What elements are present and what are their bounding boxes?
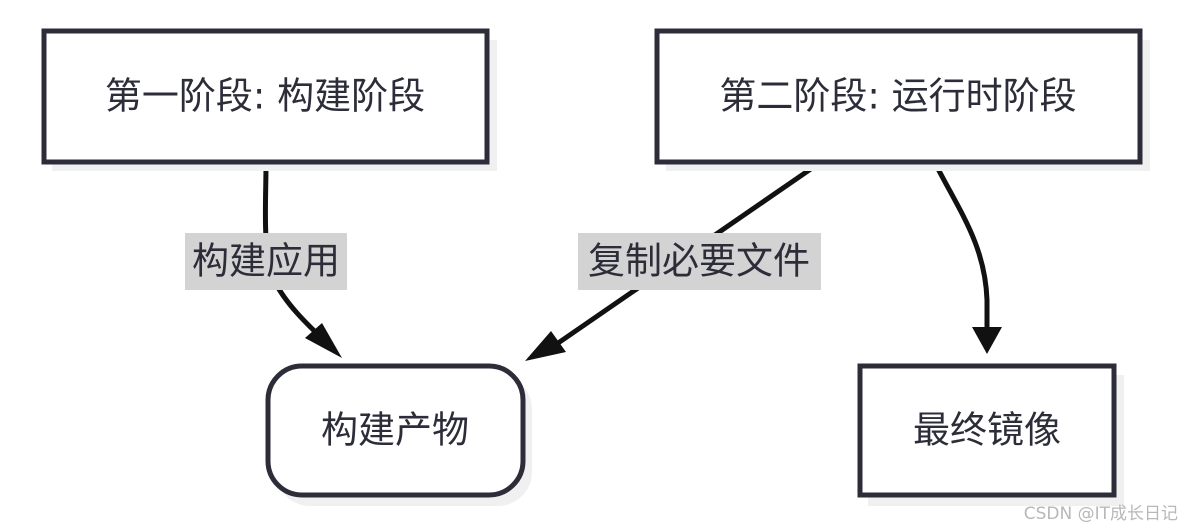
build-app-edge-label: 构建应用 xyxy=(192,240,340,283)
arrowhead-artifact-left xyxy=(305,323,342,358)
artifact-node: 构建产物 xyxy=(265,363,526,498)
arrowhead-final-image xyxy=(972,327,1002,354)
stage1-node: 第一阶段: 构建阶段 xyxy=(41,28,490,165)
artifact-label: 构建产物 xyxy=(321,409,469,452)
edge-stage2-to-final-image xyxy=(932,161,990,327)
final-image-label: 最终镜像 xyxy=(913,409,1061,452)
copy-files-label-background xyxy=(578,233,821,290)
stage1-label: 第一阶段: 构建阶段 xyxy=(105,75,425,118)
final-image-node: 最终镜像 xyxy=(857,363,1117,498)
watermark: CSDN @IT成长日记 xyxy=(1023,504,1178,524)
stage2-label: 第二阶段: 运行时阶段 xyxy=(719,75,1076,118)
copy-files-edge-label: 复制必要文件 xyxy=(588,240,810,283)
stage2-node: 第二阶段: 运行时阶段 xyxy=(654,28,1143,165)
arrowhead-artifact-right xyxy=(525,331,566,361)
build-app-label-background xyxy=(185,233,347,290)
